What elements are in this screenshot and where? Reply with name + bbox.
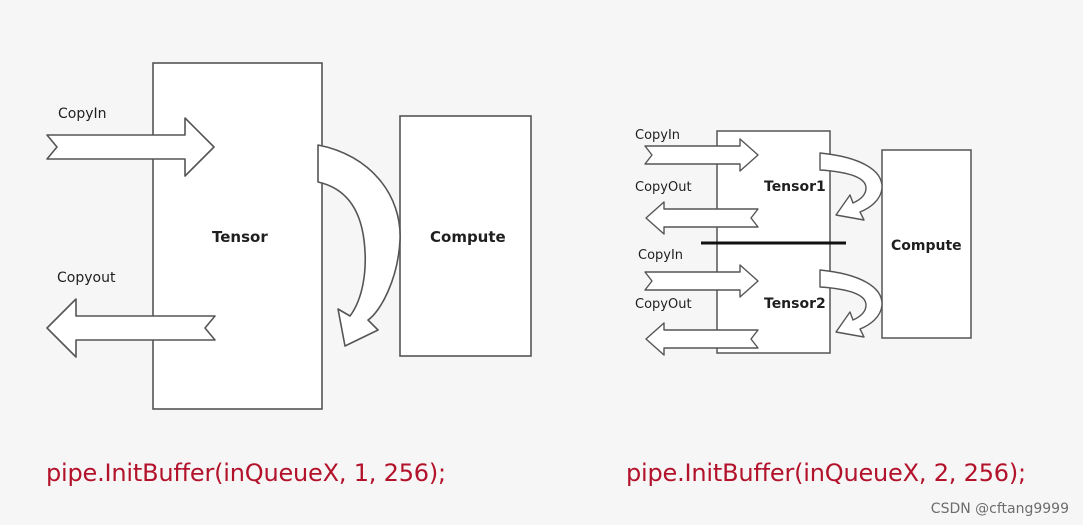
compute-box xyxy=(399,115,532,357)
compute-curve-arrow-2 xyxy=(819,269,883,338)
tensor-box xyxy=(152,62,323,410)
watermark: CSDN @cftang9999 xyxy=(930,501,1069,517)
compute-label: Compute xyxy=(430,228,506,246)
copyin1-arrow xyxy=(644,138,759,172)
left-diagram: CopyIn Copyout Tensor Compute xyxy=(46,62,532,410)
compute-label-right: Compute xyxy=(891,238,962,254)
copyout-label: Copyout xyxy=(57,270,116,286)
copyin2-arrow xyxy=(644,264,759,298)
copyin-label: CopyIn xyxy=(58,106,107,122)
tensor1-label: Tensor1 xyxy=(764,179,826,195)
right-diagram: CopyIn CopyOut CopyIn CopyOut Tensor1 Te… xyxy=(635,128,972,356)
copyout1-label: CopyOut xyxy=(635,180,692,195)
tensor2-label: Tensor2 xyxy=(764,296,826,312)
copyin-arrow xyxy=(46,117,215,177)
copyout2-label: CopyOut xyxy=(635,297,692,312)
copyin1-label: CopyIn xyxy=(635,128,680,143)
copyout2-arrow xyxy=(645,322,759,356)
right-code-caption: pipe.InitBuffer(inQueueX, 2, 256); xyxy=(626,459,1026,487)
copyout1-arrow xyxy=(645,201,759,235)
left-code-caption: pipe.InitBuffer(inQueueX, 1, 256); xyxy=(46,459,446,487)
compute-box xyxy=(881,149,972,339)
compute-curve-arrow-1 xyxy=(819,152,883,221)
tensor-label: Tensor xyxy=(212,228,268,246)
copyin2-label: CopyIn xyxy=(638,248,683,263)
copyout-arrow xyxy=(46,298,216,358)
compute-curve-arrow xyxy=(317,144,401,347)
